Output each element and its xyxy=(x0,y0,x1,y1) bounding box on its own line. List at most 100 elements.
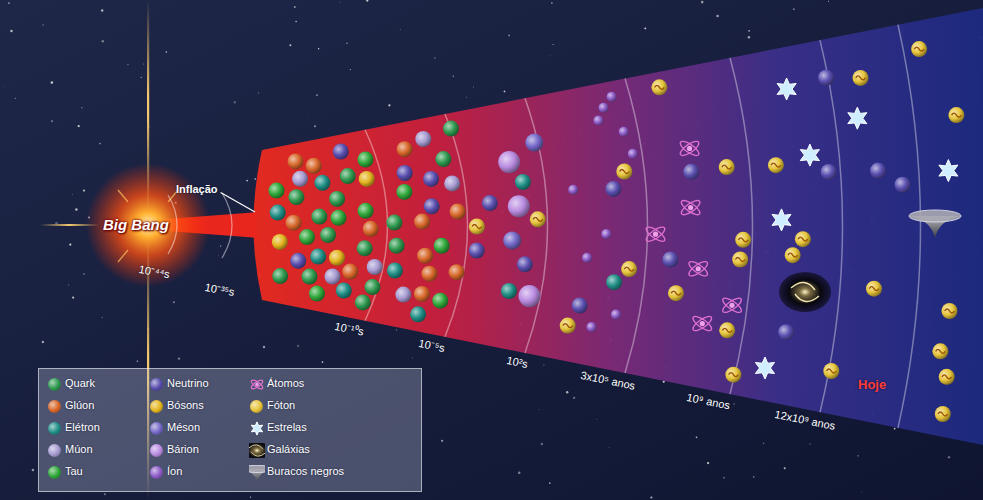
particle xyxy=(444,175,460,191)
particle xyxy=(948,107,964,123)
atom-orbit xyxy=(644,225,667,244)
particle xyxy=(288,189,304,205)
leader-line xyxy=(221,193,255,212)
sky-star xyxy=(716,15,719,18)
photon-wave xyxy=(738,238,748,242)
particle xyxy=(935,406,951,422)
sky-star xyxy=(99,143,101,145)
galaxy xyxy=(249,443,265,458)
sky-star xyxy=(553,44,554,45)
sky-star xyxy=(295,21,297,23)
particle xyxy=(395,287,411,303)
photon-wave xyxy=(936,349,946,353)
photon-wave xyxy=(472,225,482,229)
sky-star xyxy=(350,69,351,70)
particles xyxy=(269,41,965,422)
sky-star xyxy=(339,1,341,3)
particle xyxy=(342,264,358,280)
sky-star xyxy=(663,381,665,383)
atom-orbit xyxy=(678,139,701,158)
legend-text: Fóton xyxy=(267,399,295,412)
particle xyxy=(311,209,327,225)
particle xyxy=(508,195,530,217)
sky-star xyxy=(83,273,85,275)
leader-lines xyxy=(221,193,255,212)
particle xyxy=(621,261,637,277)
atom-orbit xyxy=(687,259,710,278)
legend-swatch xyxy=(150,444,163,457)
particle xyxy=(286,215,302,231)
photon-wave xyxy=(671,291,681,295)
particle xyxy=(895,177,911,193)
sky-star xyxy=(15,98,16,99)
photon-wave xyxy=(942,375,952,379)
sky-star xyxy=(396,329,397,330)
time-label: 10²s xyxy=(506,354,529,371)
particle xyxy=(725,367,741,383)
epoch-arc xyxy=(730,58,753,394)
sky-star xyxy=(250,497,251,498)
epoch-arc xyxy=(525,98,548,353)
particle xyxy=(336,283,352,299)
legend-text: Íon xyxy=(167,465,182,478)
photon-wave xyxy=(735,258,745,262)
sky-star xyxy=(608,447,610,449)
particle xyxy=(414,286,430,302)
atom xyxy=(721,296,744,315)
epoch-arc xyxy=(898,25,921,428)
galaxy xyxy=(779,272,831,312)
sky-star xyxy=(83,189,85,191)
time-label: 10⁻⁴⁴s xyxy=(138,263,171,281)
epoch-arcs xyxy=(365,25,921,428)
particle xyxy=(397,141,413,157)
particle xyxy=(519,285,541,307)
legend-swatch xyxy=(250,400,263,413)
galaxy-disc xyxy=(249,443,265,458)
epoch-arc xyxy=(625,79,648,374)
particle xyxy=(423,171,439,187)
sky-star xyxy=(551,2,552,3)
sky-star xyxy=(508,35,510,37)
photon-wave xyxy=(945,309,955,313)
sky-star xyxy=(809,443,810,444)
particle xyxy=(821,164,837,180)
particle xyxy=(469,243,485,259)
sky-star xyxy=(650,496,652,498)
sky-star xyxy=(549,482,551,484)
epoch-arc xyxy=(820,40,843,412)
particle xyxy=(389,238,405,254)
sky-star xyxy=(165,51,167,53)
particle xyxy=(449,264,465,280)
sky-star xyxy=(318,48,319,49)
sky-star xyxy=(217,254,219,256)
sky-star xyxy=(294,6,296,8)
time-label: 10⁻³⁵s xyxy=(204,281,236,299)
black-hole-rim xyxy=(909,210,961,222)
sky-star xyxy=(104,493,106,495)
star xyxy=(777,78,796,100)
particle xyxy=(866,281,882,297)
atom-nucleus xyxy=(700,321,705,326)
photon-wave xyxy=(914,47,924,51)
today-label: Hoje xyxy=(858,378,886,393)
atom-orbit xyxy=(678,139,701,158)
time-label: 10⁹ anos xyxy=(686,391,731,412)
particle xyxy=(482,195,498,211)
legend-swatch xyxy=(48,444,61,457)
legend-swatch xyxy=(48,466,61,479)
sky-star xyxy=(452,75,454,77)
particle xyxy=(434,238,450,254)
particle xyxy=(668,285,684,301)
sky-star xyxy=(8,2,10,4)
galaxy-arm xyxy=(249,445,265,456)
sky-star xyxy=(141,77,142,78)
sky-star xyxy=(543,364,544,365)
sky-star xyxy=(748,30,750,32)
sky-star xyxy=(411,357,413,359)
particle xyxy=(651,79,667,95)
galaxy-arm xyxy=(791,282,819,301)
galaxy-icon xyxy=(249,443,265,458)
atom-icon xyxy=(249,377,265,392)
sky-star xyxy=(793,8,795,10)
